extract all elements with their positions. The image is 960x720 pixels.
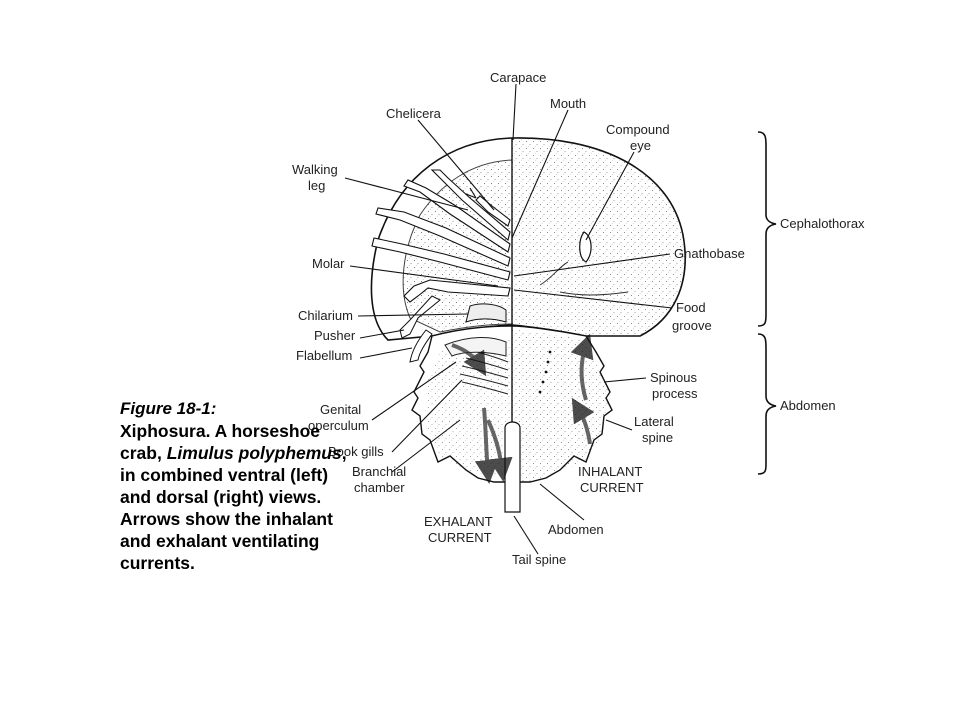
label-food-groove-2: groove bbox=[672, 318, 712, 333]
label-compound-eye-2: eye bbox=[630, 138, 651, 153]
label-branchial-chamber-2: chamber bbox=[354, 480, 405, 495]
leader-lines bbox=[344, 83, 673, 555]
label-walking-leg-1: Walking bbox=[292, 162, 338, 177]
label-molar: Molar bbox=[312, 256, 345, 271]
label-food-groove-1: Food bbox=[676, 300, 706, 315]
label-pusher: Pusher bbox=[314, 328, 356, 343]
inhalant-current-arrows bbox=[570, 333, 595, 445]
chelicerae bbox=[465, 187, 511, 227]
label-walking-leg-2: leg bbox=[308, 178, 325, 193]
abdomen-dot-row bbox=[538, 350, 552, 394]
label-carapace: Carapace bbox=[490, 70, 546, 85]
label-exhalant-current-1: EXHALANT bbox=[424, 514, 493, 529]
label-mouth: Mouth bbox=[550, 96, 586, 111]
figure-caption: Figure 18-1: Xiphosura. A horseshoe crab… bbox=[120, 398, 350, 574]
pusher-leg bbox=[399, 295, 441, 339]
label-gnathobase: Gnathobase bbox=[674, 246, 745, 261]
label-spinous-process-1: Spinous bbox=[650, 370, 697, 385]
abdomen-bracket bbox=[757, 333, 777, 475]
genital-operculum bbox=[444, 336, 507, 357]
label-abdomen: Abdomen bbox=[548, 522, 604, 537]
compound-eye bbox=[579, 231, 592, 263]
figure-label: Figure 18-1: bbox=[120, 399, 217, 418]
label-chilarium: Chilarium bbox=[298, 308, 353, 323]
label-cephalothorax: Cephalothorax bbox=[780, 216, 865, 231]
walking-legs bbox=[371, 169, 511, 303]
label-branchial-chamber-1: Branchial bbox=[352, 464, 406, 479]
label-exhalant-current-2: CURRENT bbox=[428, 530, 492, 545]
label-spinous-process-2: process bbox=[652, 386, 698, 401]
label-inhalant-current-2: CURRENT bbox=[580, 480, 644, 495]
label-abdomen-bracket: Abdomen bbox=[780, 398, 836, 413]
label-lateral-spine-2: spine bbox=[642, 430, 673, 445]
label-genital-operculum-2: operculum bbox=[308, 418, 369, 433]
cephalothorax-bracket bbox=[757, 131, 777, 327]
abdomen-ventral-stipple bbox=[424, 340, 512, 478]
dorsal-ridge bbox=[539, 261, 629, 296]
tail-spine bbox=[504, 421, 521, 513]
label-chelicera: Chelicera bbox=[386, 106, 442, 121]
dorsal-carapace-stipple bbox=[512, 137, 686, 336]
label-compound-eye-1: Compound bbox=[606, 122, 670, 137]
label-book-gills: Book gills bbox=[328, 444, 384, 459]
abdomen-stipple bbox=[512, 330, 610, 482]
caption-text-1: Xiphosura. A horseshoe crab, bbox=[120, 421, 320, 463]
label-genital-operculum-1: Genital bbox=[320, 402, 361, 417]
caption-species: Limulus polyphemus bbox=[166, 443, 342, 463]
chilarium bbox=[465, 303, 507, 323]
diagram-labels: Carapace Mouth Chelicera Compound eye Wa… bbox=[292, 70, 865, 567]
label-flabellum: Flabellum bbox=[296, 348, 352, 363]
label-tail-spine: Tail spine bbox=[512, 552, 566, 567]
caption-text-2: , in combined ventral (left) and dorsal … bbox=[120, 443, 347, 573]
exhalant-current-arrows bbox=[451, 343, 513, 484]
label-inhalant-current-1: INHALANT bbox=[578, 464, 642, 479]
label-lateral-spine-1: Lateral bbox=[634, 414, 674, 429]
flabellum bbox=[409, 329, 433, 363]
